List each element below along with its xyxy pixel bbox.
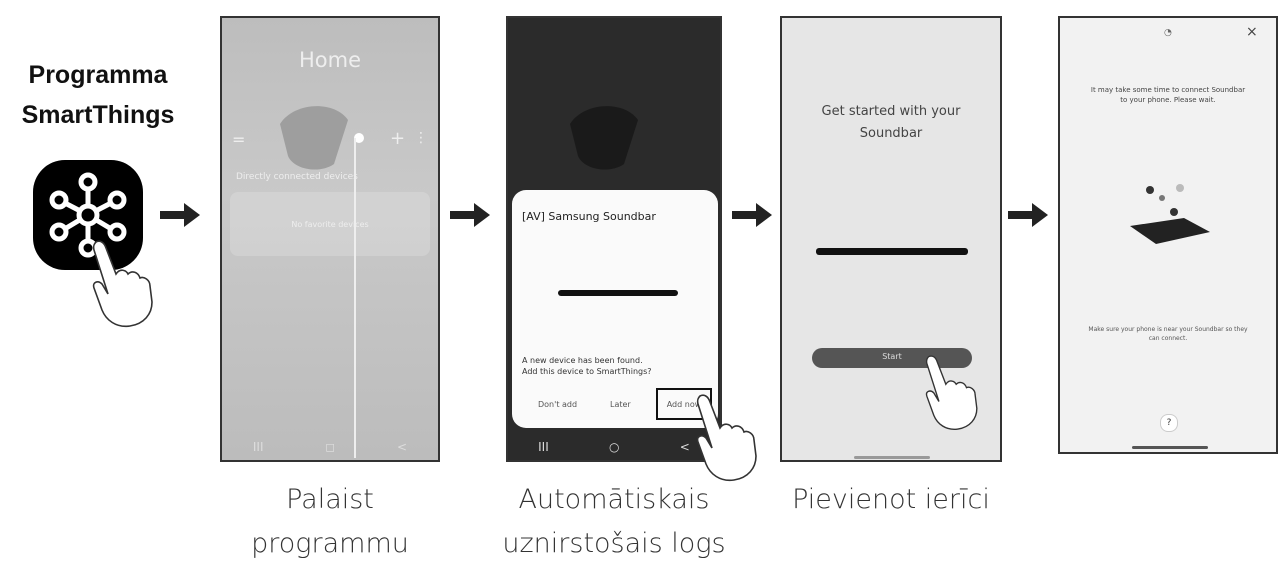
lamp-illustration [570,106,638,170]
menu-icon[interactable]: = [232,130,246,149]
dialog-message-2: Add this device to SmartThings? [522,367,652,376]
nav-recent-button[interactable]: III [538,440,549,454]
phone-screen-home: Home = + ⋮ Directly connected devices No… [220,16,440,462]
soundbar-illustration [816,248,968,255]
pointing-hand-icon [92,240,153,328]
arrow-right-icon [450,203,490,227]
intro-line-1: Programma [28,61,168,89]
step-2-caption-line-2: uznirstošais logs [502,528,726,559]
phone-screen-connecting: ◔ × It may take some time to connect Sou… [1058,16,1278,454]
phone-connecting-illustration [1130,184,1210,244]
add-now-label: Add now [666,400,702,409]
drag-line [354,138,356,458]
nav-back-button[interactable]: < [679,440,690,454]
get-started-title-1: Get started with your [821,104,961,119]
more-icon[interactable]: ⋮ [414,130,428,146]
connect-message-2: to your phone. Please wait. [1120,96,1216,104]
step-3-caption: Pievienot ierīci [776,478,1006,522]
home-title: Home [298,48,361,72]
home-indicator [1132,446,1208,449]
intro-title: Programma SmartThings [0,55,196,135]
arrow-right-icon [732,203,772,227]
step-1-caption: Palaist programmu [220,478,440,566]
step-2-caption-line-1: Automātiskais [518,484,710,515]
soundbar-illustration [558,290,678,296]
arrow-right-icon [160,203,200,227]
nav-bar: III ◻ < [222,440,438,454]
slider-thumb[interactable] [354,133,364,143]
phone-screen-popup: [AV] Samsung Soundbar A new device has b… [506,16,722,462]
help-button[interactable]: ? [1160,414,1178,432]
later-button[interactable]: Later [610,400,631,409]
pointing-hand-icon [925,355,978,430]
connect-message-1: It may take some time to connect Soundba… [1090,86,1246,94]
lamp-illustration [280,106,348,170]
nav-recent-button[interactable]: III [252,440,264,454]
dont-add-button[interactable]: Don't add [538,400,578,409]
step-1-caption-line-2: programmu [251,528,409,559]
close-icon[interactable]: × [1246,24,1258,40]
start-button-label: Start [882,352,902,361]
connect-footer-2: can connect. [1148,335,1188,342]
nav-home-button[interactable]: ◻ [325,440,336,454]
loading-icon: ◔ [1164,28,1172,38]
device-found-dialog: [AV] Samsung Soundbar A new device has b… [512,190,718,428]
connect-footer-1: Make sure your phone is near your Soundb… [1088,326,1248,333]
section-label: Directly connected devices [236,172,358,182]
intro-line-2: SmartThings [21,101,175,129]
pointing-hand-icon [696,394,757,482]
dialog-message-1: A new device has been found. [522,356,643,365]
step-3-caption-line-1: Pievienot ierīci [792,484,990,515]
step-2-caption: Automātiskais uznirstošais logs [476,478,752,566]
nav-back-button[interactable]: < [397,440,408,454]
favorites-card-text: No favorite devices [291,220,369,229]
arrow-right-icon [1008,203,1048,227]
smartthings-icon[interactable] [33,160,143,270]
nav-bar: III ○ < [508,440,720,454]
add-icon[interactable]: + [390,128,406,149]
home-indicator [854,456,930,459]
favorites-card[interactable]: No favorite devices [230,192,430,256]
step-1-caption-line-1: Palaist [286,484,374,515]
get-started-title-2: Soundbar [859,126,923,141]
dialog-title: [AV] Samsung Soundbar [522,210,656,223]
nav-home-button[interactable]: ○ [609,440,620,454]
